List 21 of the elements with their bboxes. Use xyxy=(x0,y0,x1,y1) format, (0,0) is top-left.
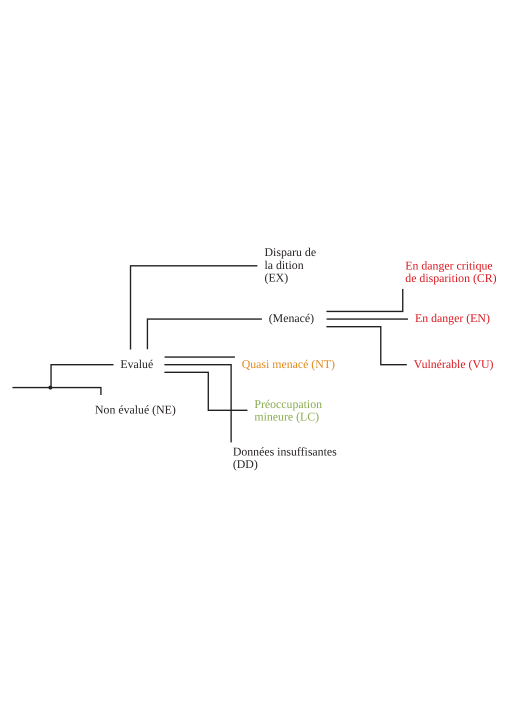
node-point xyxy=(48,386,52,390)
connector xyxy=(164,364,232,442)
connector xyxy=(164,372,248,412)
connector xyxy=(326,318,408,320)
node-text: Disparu de la dition (EX) xyxy=(264,245,316,285)
node-text: En danger (EN) xyxy=(415,311,490,326)
connector xyxy=(326,288,404,312)
node-text: Quasi menacé (NT) xyxy=(242,356,335,371)
node-text: (Menacé) xyxy=(268,311,314,326)
node-text: Données insuffisantes (DD) xyxy=(232,444,337,472)
connector xyxy=(50,364,114,386)
node-text: Préoccupation mineure (LC) xyxy=(254,396,322,424)
connector xyxy=(146,318,262,350)
node-text: En danger critique de disparition (CR) xyxy=(405,258,497,286)
node-text: Evalué xyxy=(120,356,154,371)
node-text: Vulnérable (VU) xyxy=(414,356,494,371)
connector xyxy=(12,386,49,388)
connector xyxy=(164,356,235,358)
connector xyxy=(130,265,258,350)
connector xyxy=(326,326,407,366)
node-text: Non évalué (NE) xyxy=(95,402,176,416)
